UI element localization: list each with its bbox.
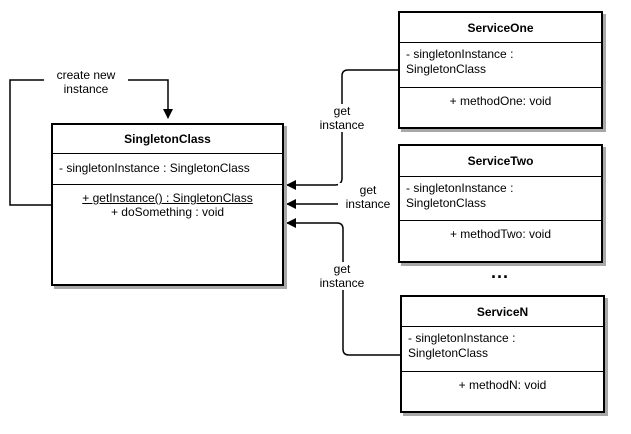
service-n-attr-line1: - singletonInstance : xyxy=(408,331,516,345)
service-two-attribute: - singletonInstance : SingletonClass xyxy=(400,177,601,221)
service-one-attribute: - singletonInstance : SingletonClass xyxy=(400,43,601,88)
create-label-line1: create new xyxy=(56,68,116,82)
do-something-method: + doSomething : void xyxy=(110,205,225,219)
service-one-box: ServiceOne - singletonInstance : Singlet… xyxy=(398,11,603,129)
singleton-class-methods: + getInstance() : SingletonClass + doSom… xyxy=(53,185,282,219)
service-two-box: ServiceTwo - singletonInstance : Singlet… xyxy=(398,144,603,263)
service-n-title: ServiceN xyxy=(402,297,603,327)
service-n-method: + methodN: void xyxy=(458,378,547,392)
service-n-box: ServiceN - singletonInstance : Singleton… xyxy=(400,295,605,413)
create-instance-label: create new instance xyxy=(44,68,128,96)
create-instance-connector xyxy=(9,79,173,206)
service-n-attr-line2: SingletonClass xyxy=(408,346,489,360)
create-label-line2: instance xyxy=(63,82,109,96)
servicen-get-word: get xyxy=(333,262,351,276)
singleton-class-box: SingletonClass - singletonInstance : Sin… xyxy=(51,123,284,286)
singleton-class-attribute: - singletonInstance : SingletonClass xyxy=(53,154,282,185)
service-one-attr-line2: SingletonClass xyxy=(406,62,487,76)
service-one-attr-line1: - singletonInstance : xyxy=(406,47,514,61)
servicetwo-get-word: get xyxy=(359,183,377,197)
ellipsis-more-services: ... xyxy=(491,262,510,282)
serviceone-get-word: get xyxy=(333,104,351,118)
serviceone-get-label: get instance xyxy=(312,104,372,132)
servicetwo-instance-word: instance xyxy=(345,197,391,211)
service-n-attribute: - singletonInstance : SingletonClass xyxy=(402,327,603,372)
singleton-class-title: SingletonClass xyxy=(53,125,282,154)
service-one-title: ServiceOne xyxy=(400,13,601,43)
service-two-attr-line2: SingletonClass xyxy=(406,196,487,210)
service-two-title: ServiceTwo xyxy=(400,146,601,177)
service-two-method: + methodTwo: void xyxy=(449,227,552,241)
servicen-get-label: get instance xyxy=(312,262,372,290)
service-one-method: + methodOne: void xyxy=(449,94,552,108)
service-two-attr-line1: - singletonInstance : xyxy=(406,181,514,195)
servicetwo-get-label: get instance xyxy=(338,183,398,211)
servicen-instance-word: instance xyxy=(319,276,365,290)
get-instance-method: + getInstance() : SingletonClass xyxy=(82,191,253,205)
serviceone-instance-word: instance xyxy=(319,118,365,132)
